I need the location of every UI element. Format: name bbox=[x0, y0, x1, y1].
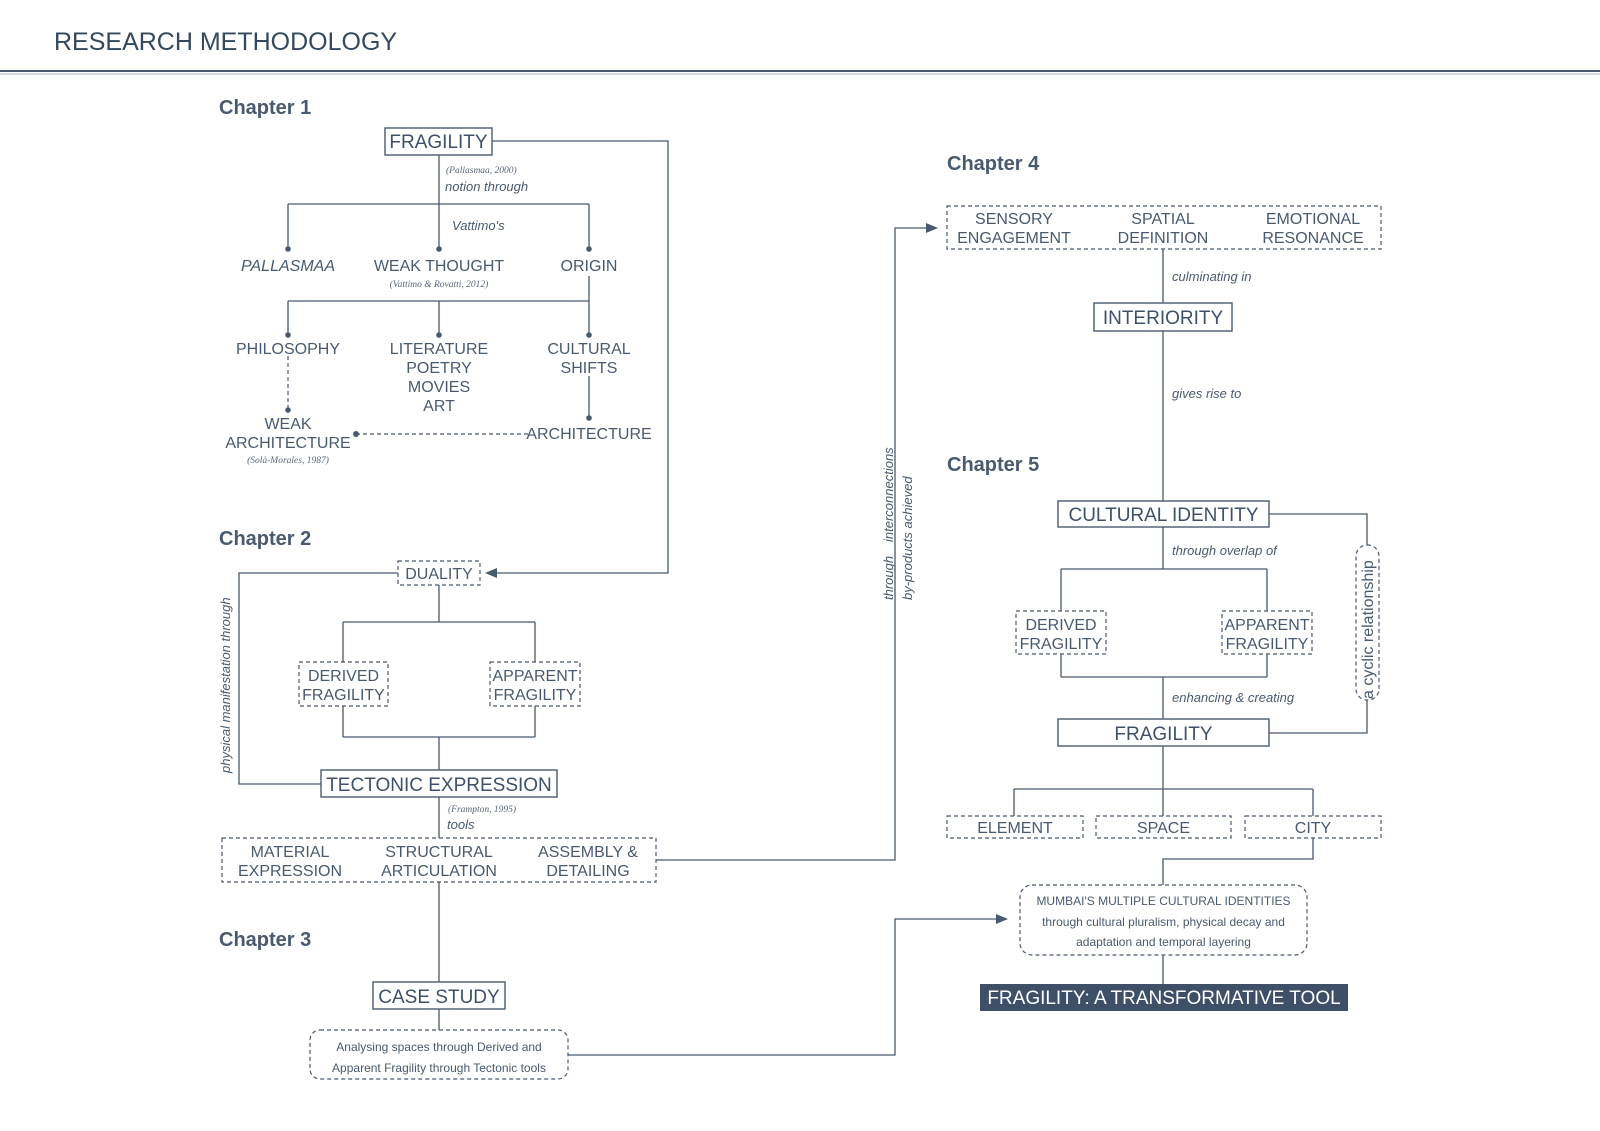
structural-line1: STRUCTURAL bbox=[385, 844, 493, 861]
architecture-node: ARCHITECTURE bbox=[526, 426, 651, 443]
mumbai-line3: adaptation and temporal layering bbox=[1076, 935, 1251, 949]
chapter-4-5-connectors bbox=[1013, 249, 1368, 984]
literature-line: LITERATURE bbox=[390, 341, 488, 358]
material-line2: EXPRESSION bbox=[238, 863, 342, 880]
material-line1: MATERIAL bbox=[251, 844, 330, 861]
interiority-label: INTERIORITY bbox=[1103, 308, 1224, 329]
final-outcome-label: FRAGILITY: A TRANSFORMATIVE TOOL bbox=[987, 988, 1340, 1009]
derived-fragility-box-ch5 bbox=[1015, 610, 1107, 655]
duality-label: DUALITY bbox=[405, 566, 473, 583]
tools-label: tools bbox=[447, 817, 475, 832]
through-overlap-label: through overlap of bbox=[1172, 543, 1278, 558]
derived-label-ch2: DERIVED bbox=[308, 668, 379, 685]
sensory-spatial-emotional-box bbox=[946, 205, 1382, 250]
city-box bbox=[1244, 815, 1382, 839]
case-study-description-box bbox=[309, 1029, 569, 1080]
derived-fragility-box-ch2 bbox=[298, 661, 389, 707]
sensory-line2: ENGAGEMENT bbox=[957, 230, 1071, 247]
citation-frampton: (Frampton, 1995) bbox=[448, 804, 516, 815]
derived-label-ch5: DERIVED bbox=[1025, 617, 1096, 634]
final-outcome-box bbox=[980, 984, 1348, 1011]
analysing-line1: Analysing spaces through Derived and bbox=[336, 1040, 541, 1054]
chapter-1-heading: Chapter 1 bbox=[219, 97, 311, 119]
gives-rise-to-label: gives rise to bbox=[1172, 386, 1241, 401]
citation-vattimo: (Vattimo & Rovatti, 2012) bbox=[390, 279, 489, 290]
vattimos-label: Vattimo's bbox=[452, 218, 505, 233]
space-label: SPACE bbox=[1137, 820, 1190, 837]
page-title: RESEARCH METHODOLOGY bbox=[54, 28, 397, 56]
chapter-2-heading: Chapter 2 bbox=[219, 528, 311, 550]
mumbai-description-box bbox=[1019, 884, 1308, 956]
mumbai-line2: through cultural pluralism, physical dec… bbox=[1042, 915, 1285, 929]
case-study-label: CASE STUDY bbox=[378, 987, 500, 1008]
tectonic-expression-label: TECTONIC EXPRESSION bbox=[326, 775, 552, 796]
citation-sola-morales: (Solà-Morales, 1987) bbox=[247, 455, 329, 466]
philosophy-node: PHILOSOPHY bbox=[236, 341, 340, 358]
spatial-line2: DEFINITION bbox=[1118, 230, 1209, 247]
tectonic-expression-box bbox=[320, 769, 558, 798]
art-line: ART bbox=[423, 398, 455, 415]
cyclic-relationship-label: a cyclic relationship bbox=[1360, 560, 1377, 699]
movies-line: MOVIES bbox=[408, 379, 470, 396]
interiority-box bbox=[1093, 302, 1233, 332]
space-box bbox=[1095, 815, 1232, 839]
chapter-4-heading: Chapter 4 bbox=[947, 153, 1040, 175]
weak-architecture-line1: WEAK bbox=[264, 416, 311, 433]
poetry-line: POETRY bbox=[406, 360, 472, 377]
cyclic-relationship-box bbox=[1355, 544, 1380, 701]
through-label: through bbox=[881, 556, 896, 600]
element-box bbox=[946, 815, 1084, 839]
notion-through-label: notion through bbox=[445, 179, 528, 194]
mumbai-line1: MUMBAI'S MULTIPLE CULTURAL IDENTITIES bbox=[1036, 894, 1290, 908]
interconnections-label: interconnections bbox=[881, 447, 896, 542]
assembly-line1: ASSEMBLY & bbox=[538, 844, 638, 861]
apparent-label-ch2: APPARENT bbox=[492, 668, 577, 685]
cultural-identity-box bbox=[1057, 500, 1270, 528]
citation-pallasmaa: (Pallasmaa, 2000) bbox=[446, 165, 517, 176]
emotional-line2: RESONANCE bbox=[1262, 230, 1363, 247]
fragility-label-ch5: FRAGILITY bbox=[1114, 724, 1213, 745]
duality-box bbox=[397, 560, 481, 586]
physical-manifestation-label: physical manifestation through bbox=[218, 597, 233, 774]
apparent-fragility-label-ch5: FRAGILITY bbox=[1226, 636, 1309, 653]
element-label: ELEMENT bbox=[977, 820, 1053, 837]
chapter-5-heading: Chapter 5 bbox=[947, 454, 1039, 476]
chapter-3-heading: Chapter 3 bbox=[219, 929, 311, 951]
emotional-line1: EMOTIONAL bbox=[1266, 211, 1360, 228]
derived-fragility-label-ch2: FRAGILITY bbox=[302, 687, 385, 704]
spatial-line1: SPATIAL bbox=[1131, 211, 1195, 228]
apparent-fragility-label-ch2: FRAGILITY bbox=[494, 687, 577, 704]
analysing-line2: Apparent Fragility through Tectonic tool… bbox=[332, 1061, 546, 1075]
fragility-label-ch1: FRAGILITY bbox=[389, 132, 488, 153]
shifts-line: SHIFTS bbox=[561, 360, 618, 377]
chapter-2-tree bbox=[238, 223, 1008, 1056]
pallasmaa-node: PALLASMAA bbox=[241, 258, 335, 275]
apparent-fragility-box-ch2 bbox=[489, 661, 581, 707]
city-label: CITY bbox=[1295, 820, 1332, 837]
cultural-line: CULTURAL bbox=[547, 341, 630, 358]
assembly-line2: DETAILING bbox=[546, 863, 629, 880]
chapter-1-tree bbox=[285, 140, 669, 578]
fragility-box-ch1 bbox=[384, 127, 493, 156]
cultural-identity-label: CULTURAL IDENTITY bbox=[1068, 505, 1258, 526]
byproducts-label: by-products achieved bbox=[900, 476, 915, 600]
weak-thought-node: WEAK THOUGHT bbox=[374, 258, 505, 275]
origin-node: ORIGIN bbox=[561, 258, 618, 275]
apparent-label-ch5: APPARENT bbox=[1224, 617, 1309, 634]
enhancing-creating-label: enhancing & creating bbox=[1172, 690, 1295, 705]
weak-architecture-line2: ARCHITECTURE bbox=[225, 435, 350, 452]
sensory-line1: SENSORY bbox=[975, 211, 1053, 228]
derived-fragility-label-ch5: FRAGILITY bbox=[1020, 636, 1103, 653]
culminating-in-label: culminating in bbox=[1172, 269, 1252, 284]
tectonic-tools-box bbox=[221, 837, 657, 883]
case-study-box bbox=[372, 981, 506, 1010]
apparent-fragility-box-ch5 bbox=[1221, 610, 1313, 655]
structural-line2: ARTICULATION bbox=[381, 863, 497, 880]
fragility-box-ch5 bbox=[1057, 718, 1270, 747]
